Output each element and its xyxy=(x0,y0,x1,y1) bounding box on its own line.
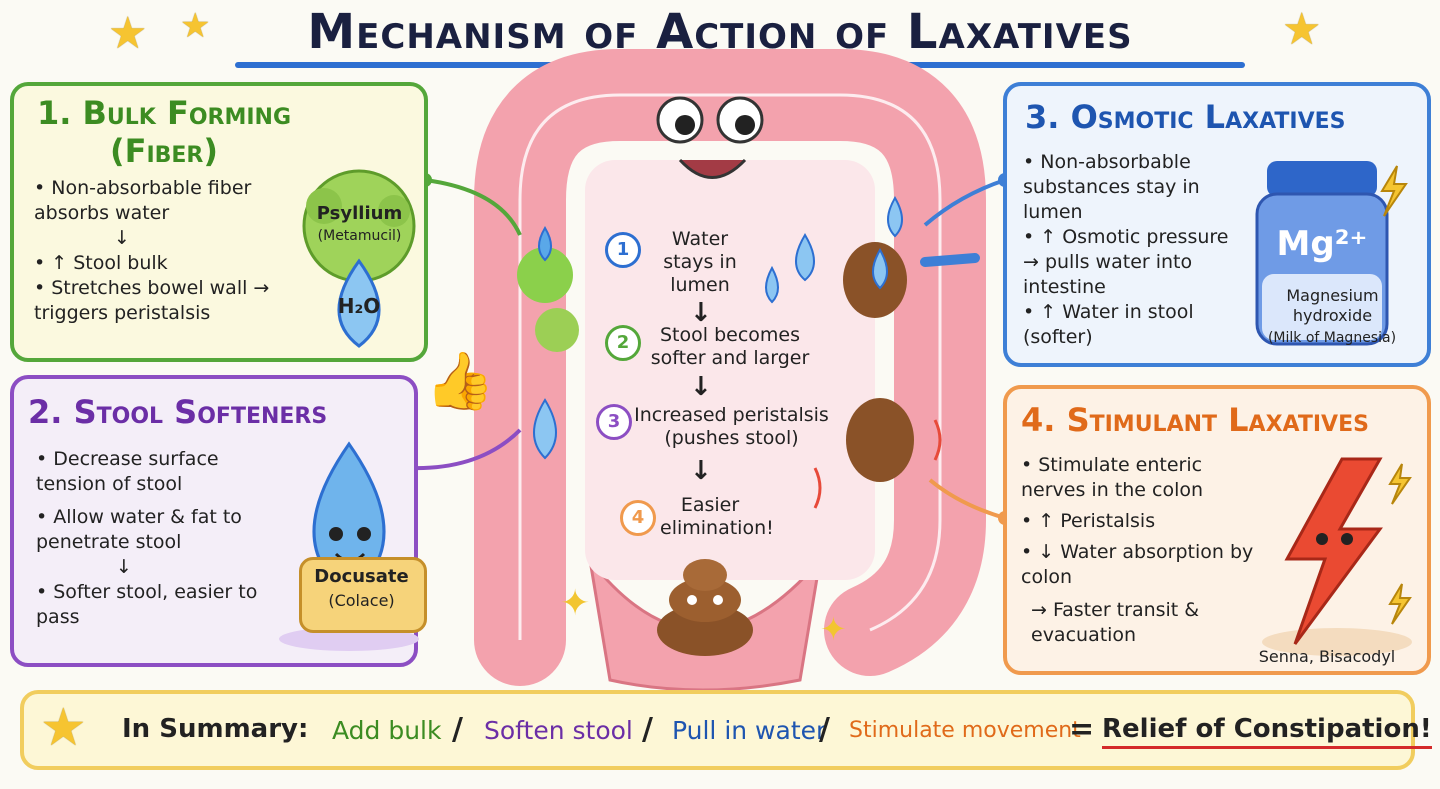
panel-bulk-forming: 1. Bulk Forming (Fiber) • Non-absorbable… xyxy=(10,82,428,362)
mg-jar-icon xyxy=(1255,161,1408,346)
docusate-label: Docusate xyxy=(314,566,409,587)
fiber-blob xyxy=(517,247,573,303)
softeners-bullet-3: • Softer stool, easier to pass xyxy=(36,581,258,628)
lightning-icon xyxy=(1380,165,1408,217)
colace-label: (Colace) xyxy=(328,591,395,610)
magnesium-label: Magnesium hydroxide xyxy=(1286,286,1379,325)
stimulant-bullet-1: • Stimulate enteric nerves in the colon xyxy=(1021,454,1204,501)
step-badge-4: 4 xyxy=(620,500,656,536)
star-icon: ★ xyxy=(108,8,148,59)
panel-osmotic: 3. Osmotic Laxatives • Non-absorbable su… xyxy=(1003,82,1431,367)
step-3-text: Increased peristalsis (pushes stool) xyxy=(634,404,829,449)
summary-water: Pull in water xyxy=(672,716,827,745)
summary-soften: Soften stool xyxy=(484,716,633,745)
bulk-bullet-3: • Stretches bowel wall → triggers perist… xyxy=(34,277,270,324)
stimulant-bullet-3: • ↓ Water absorption by colon xyxy=(1021,541,1254,588)
summary-separator: / xyxy=(819,712,830,747)
panel-softeners-title: 2. Stool Softeners xyxy=(28,393,328,431)
panel-stimulant-title: 4. Stimulant Laxatives xyxy=(1021,401,1369,439)
summary-stimulate: Stimulate movement xyxy=(849,718,1081,743)
summary-separator: / xyxy=(642,712,653,747)
arrow-down-icon: ↓ xyxy=(116,556,132,578)
stimulant-bullet-4: → Faster transit & evacuation xyxy=(1031,599,1200,646)
summary-equals: = xyxy=(1069,712,1095,747)
panel-stimulant: 4. Stimulant Laxatives • Stimulate enter… xyxy=(1003,385,1431,675)
water-drop-icon xyxy=(795,233,815,282)
water-drop-icon xyxy=(533,398,557,460)
psyllium-label: Psyllium xyxy=(316,203,403,224)
water-drop-icon xyxy=(872,248,888,290)
water-drop-icon xyxy=(765,265,779,304)
stool-icon xyxy=(657,604,753,656)
arrow-down-icon: ↓ xyxy=(690,456,712,486)
star-icon: ★ xyxy=(40,698,87,758)
bulk-bullet-2: • ↑ Stool bulk xyxy=(34,252,168,274)
summary-label: In Summary: xyxy=(122,714,309,744)
arrow-down-icon: ↓ xyxy=(690,372,712,402)
step-4-text: Easier elimination! xyxy=(660,494,774,539)
lightning-mascot-icon xyxy=(1262,457,1412,656)
step-badge-1: 1 xyxy=(605,232,641,268)
water-drop-mascot-icon xyxy=(279,441,419,651)
step-badge-2: 2 xyxy=(605,325,641,361)
fiber-blob xyxy=(535,308,579,352)
osmotic-bullet-1: • Non-absorbable substances stay in lume… xyxy=(1023,151,1200,223)
star-icon: ★ xyxy=(1282,4,1322,55)
h2o-label: H₂O xyxy=(337,294,381,318)
summary-result: Relief of Constipation! xyxy=(1102,714,1432,749)
summary-bar: ★ In Summary: Add bulk / Soften stool / … xyxy=(20,690,1432,770)
water-drop-icon xyxy=(887,196,903,238)
stimulant-bullet-2: • ↑ Peristalsis xyxy=(1021,510,1156,532)
step-badge-3: 3 xyxy=(596,404,632,440)
softeners-bullet-2: • Allow water & fat to penetrate stool xyxy=(36,506,242,553)
osmotic-bullet-2: • ↑ Osmotic pressure → pulls water into … xyxy=(1023,226,1229,298)
summary-bulk: Add bulk xyxy=(332,716,442,745)
docusate-scroll xyxy=(299,557,427,633)
arrow-down-icon: ↓ xyxy=(690,298,712,328)
osmotic-bullet-3: • ↑ Water in stool (softer) xyxy=(1023,301,1194,348)
senna-bisacodyl-label: Senna, Bisacodyl xyxy=(1258,647,1396,666)
panel-bulk-title: 1. Bulk Forming (Fiber) xyxy=(36,94,292,170)
metamucil-label: (Metamucil) xyxy=(317,228,402,244)
panel-osmotic-title: 3. Osmotic Laxatives xyxy=(1025,98,1346,136)
svg-text:✦: ✦ xyxy=(560,583,590,624)
bulk-bullet-1: • Non-absorbable fiber absorbs water xyxy=(34,177,252,224)
svg-text:✦: ✦ xyxy=(820,610,847,648)
summary-separator: / xyxy=(452,712,463,747)
arrow-down-icon: ↓ xyxy=(114,227,130,249)
panel-stool-softeners: 2. Stool Softeners • Decrease surface te… xyxy=(10,375,427,667)
milk-of-magnesia-label: (Milk of Magnesia) xyxy=(1267,330,1397,346)
fiber-mascot-icon xyxy=(302,169,416,348)
star-icon: ★ xyxy=(180,6,211,46)
mg-symbol: Mg²⁺ xyxy=(1276,224,1368,264)
step-1-text: Water stays in lumen xyxy=(663,228,737,296)
stool-icon xyxy=(846,398,914,482)
water-drop-icon xyxy=(538,226,552,262)
thumbs-up-icon: 👍 xyxy=(425,349,495,414)
softeners-bullet-1: • Decrease surface tension of stool xyxy=(36,448,219,495)
step-2-text: Stool becomes softer and larger xyxy=(650,324,810,369)
